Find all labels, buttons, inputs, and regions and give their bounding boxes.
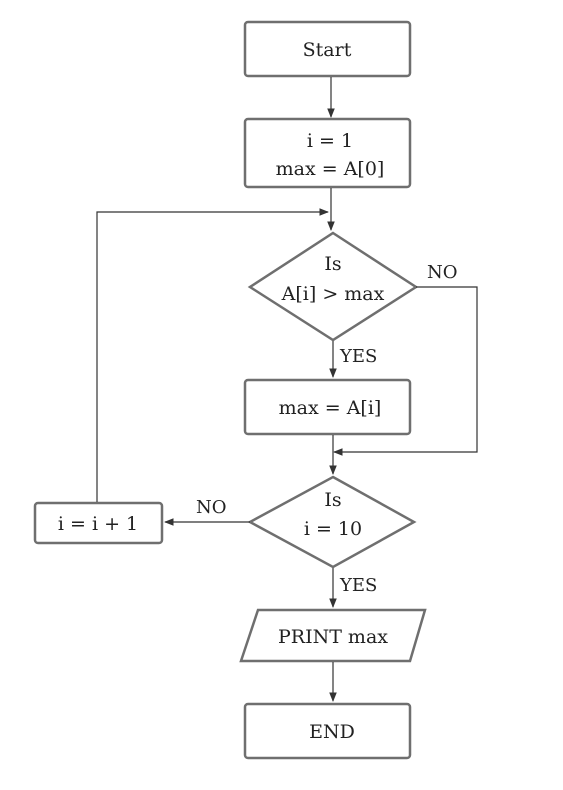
decision1-label-line2: A[i] > max [281,283,385,305]
start-node: Start [243,20,412,78]
decision2-label-line1: Is [324,489,341,511]
init-label-line2: max = A[0] [276,158,385,180]
start-label: Start [303,39,352,61]
decision1-label-line1: Is [324,253,341,275]
end-node: END [243,702,412,760]
arrow-decision1-no [333,286,478,456]
decision1-yes-label: YES [339,346,377,367]
end-label: END [309,721,355,743]
arrow-loop-back [96,208,329,502]
decision2-no-label: NO [196,497,227,518]
print-node: PRINT max [239,608,427,663]
init-label-line1: i = 1 [307,130,353,152]
decision2-yes-label: YES [339,575,377,596]
decision1-node: Is A[i] > max [247,231,419,342]
print-label: PRINT max [278,626,388,648]
decision2-label-line2: i = 10 [304,518,362,540]
increment-label: i = i + 1 [58,513,138,535]
decision2-node: Is i = 10 [247,475,417,569]
assign-node: max = A[i] [243,378,412,436]
decision1-no-label: NO [427,262,458,283]
init-node: i = 1 max = A[0] [243,117,412,189]
increment-node: i = i + 1 [33,501,164,545]
assign-label: max = A[i] [279,397,382,419]
